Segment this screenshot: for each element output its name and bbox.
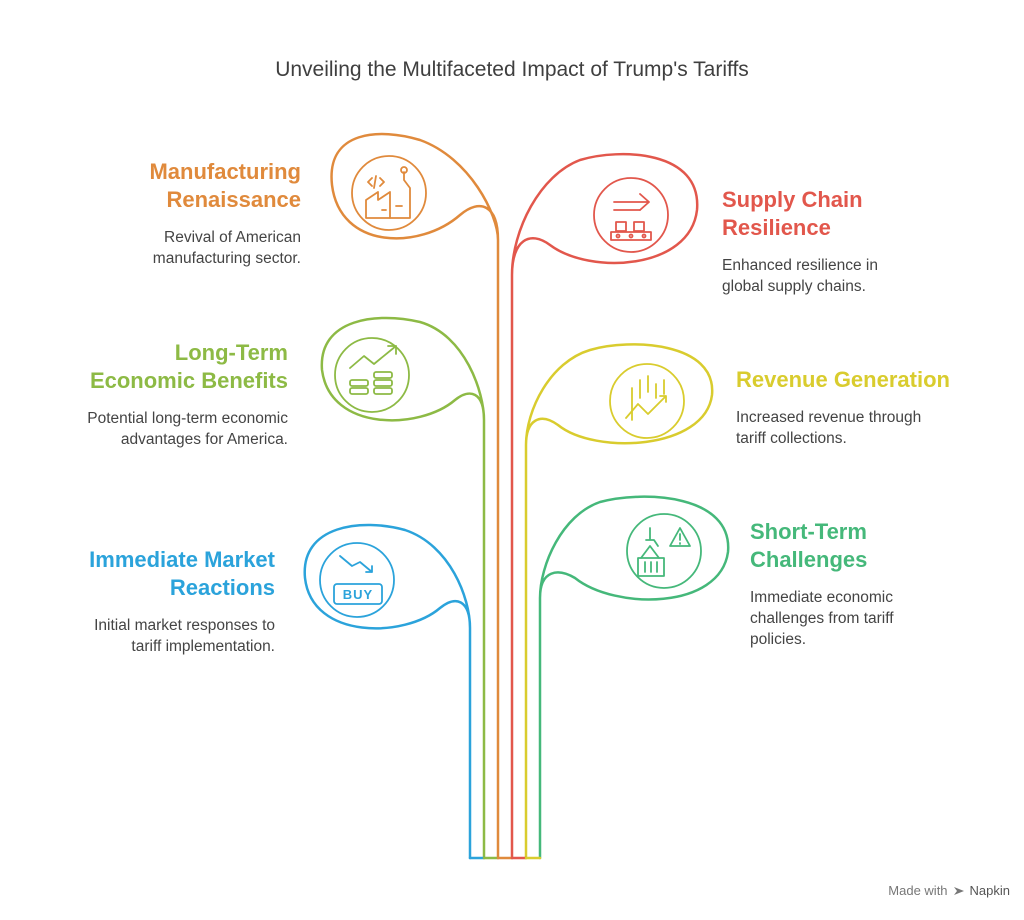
branch-stem-manufacturing <box>330 132 500 860</box>
svg-text:BUY: BUY <box>343 587 373 602</box>
branch-heading: Revenue Generation <box>736 367 950 392</box>
made-with-label: Made with <box>888 883 948 898</box>
coins-growth-icon <box>334 337 410 413</box>
branch-market: Immediate Market Reactions Initial marke… <box>15 546 275 657</box>
conveyor-arrow-icon <box>593 177 669 253</box>
branch-stem-revenue <box>524 343 714 860</box>
branch-description: Initial market responses to tariff imple… <box>94 617 275 655</box>
napkin-logo-icon <box>953 886 964 895</box>
branch-description: Potential long-term economic advantages … <box>87 410 288 448</box>
branch-heading: Short-Term Challenges <box>750 519 868 572</box>
branch-heading: Immediate Market Reactions <box>89 547 275 600</box>
branch-description: Enhanced resilience in global supply cha… <box>722 257 878 295</box>
branch-long-term: Long-Term Economic Benefits Potential lo… <box>28 339 288 450</box>
branch-manufacturing: Manufacturing Renaissance Revival of Ame… <box>41 158 301 269</box>
factory-icon <box>351 155 427 231</box>
branch-heading: Manufacturing Renaissance <box>149 159 301 212</box>
buy-decline-icon: BUY <box>319 542 395 618</box>
napkin-watermark: Made with Napkin <box>888 883 1010 898</box>
branch-stem-short-term <box>538 495 730 860</box>
napkin-brand-label: Napkin <box>969 883 1010 898</box>
branch-revenue: Revenue Generation Increased revenue thr… <box>736 366 996 449</box>
branch-heading: Supply Chain Resilience <box>722 187 863 240</box>
diagram-title: Unveiling the Multifaceted Impact of Tru… <box>275 58 749 81</box>
branch-heading: Long-Term Economic Benefits <box>89 340 288 393</box>
branch-stem-long-term <box>320 316 486 860</box>
container-warning-icon <box>626 513 702 589</box>
branch-stem-supply-chain <box>510 152 699 860</box>
branch-supply-chain: Supply Chain Resilience Enhanced resilie… <box>722 186 962 297</box>
branch-short-term: Short-Term Challenges Immediate economic… <box>750 518 990 650</box>
branch-description: Immediate economic challenges from tarif… <box>750 589 894 648</box>
branch-stem-market <box>303 523 472 860</box>
branch-description: Increased revenue through tariff collect… <box>736 409 922 447</box>
branch-description: Revival of American manufacturing sector… <box>152 229 301 267</box>
rising-chart-icon <box>609 363 685 439</box>
